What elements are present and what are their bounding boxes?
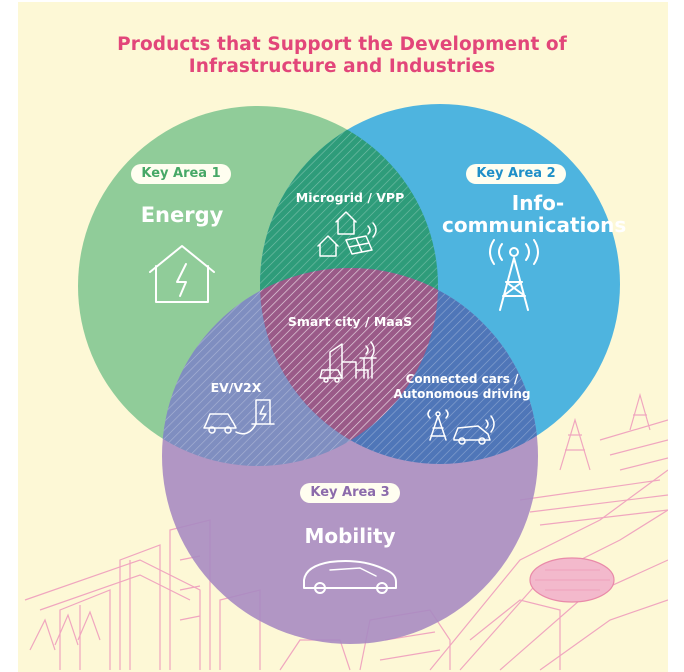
connected-car-icon xyxy=(427,409,495,445)
connected-cars-label-line-1: Connected cars / xyxy=(405,372,519,386)
microgrid-label: Microgrid / VPP xyxy=(295,190,405,205)
connected-cars-label-line-2: Autonomous driving xyxy=(393,387,531,401)
house-lightning-icon xyxy=(149,245,215,303)
ev-charger-icon xyxy=(203,399,275,435)
info-title-line-1: Info- xyxy=(511,191,565,215)
key-area-2-badge: Key Area 2 xyxy=(466,164,566,184)
ev-v2x-label: EV/V2X xyxy=(210,380,262,395)
title-line-1: Products that Support the Development of xyxy=(117,34,567,55)
signal-tower-icon xyxy=(489,239,539,311)
mobility-title: Mobility xyxy=(304,524,396,548)
smart-city-icon xyxy=(319,341,377,383)
solar-house-icon xyxy=(317,211,377,257)
key-area-1-badge: Key Area 1 xyxy=(131,164,231,184)
info-title-line-2: communications xyxy=(442,213,627,237)
car-icon xyxy=(303,560,397,594)
title-line-2: Infrastructure and Industries xyxy=(188,56,496,77)
smart-city-label: Smart city / MaaS xyxy=(287,314,413,329)
key-area-3-badge: Key Area 3 xyxy=(300,483,400,503)
energy-title: Energy xyxy=(140,203,224,227)
